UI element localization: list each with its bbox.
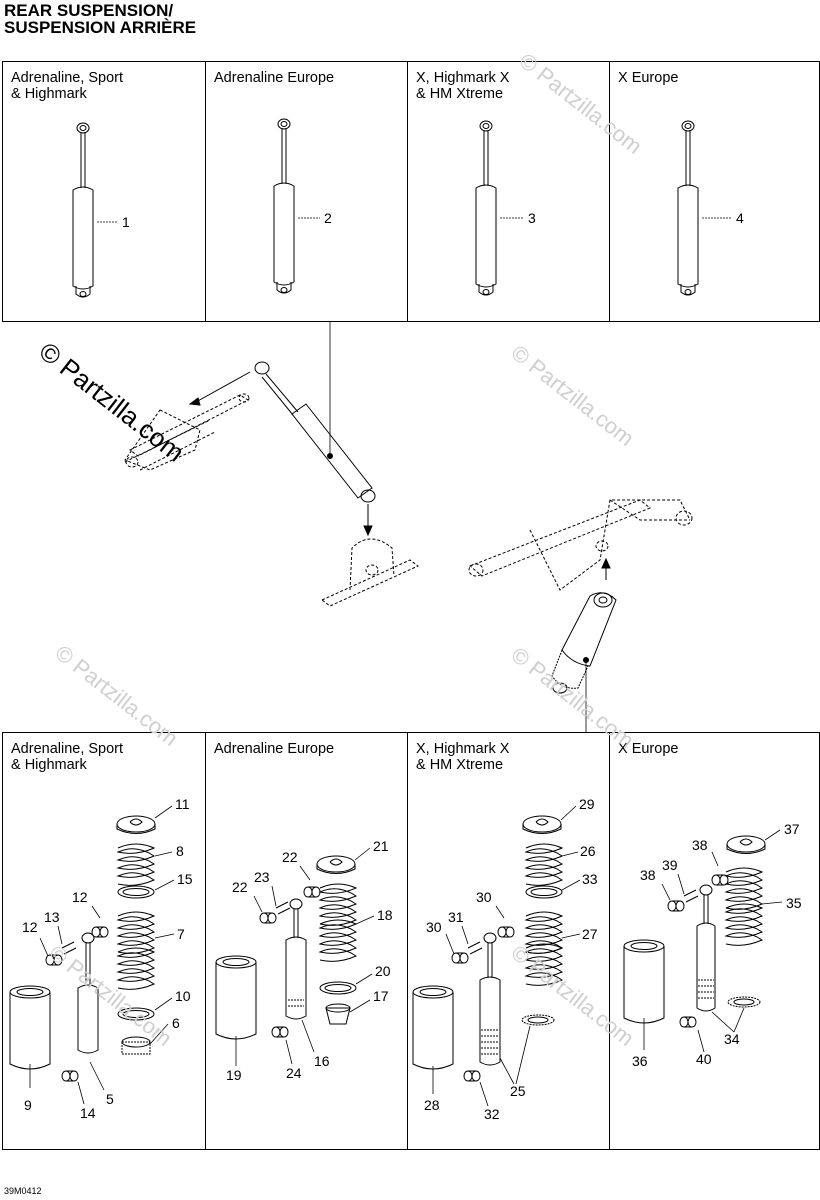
- callout-30b: 30: [426, 919, 442, 935]
- bottom-cell-1-label: Adrenaline, Sport & Highmark: [11, 741, 124, 773]
- callout-6: 6: [172, 1015, 180, 1031]
- callout-26: 26: [580, 843, 596, 859]
- callout-24: 24: [286, 1065, 302, 1081]
- top-cell-3-label: X, Highmark X & HM Xtreme: [416, 70, 510, 102]
- top-cell-2-label: Adrenaline Europe: [214, 70, 335, 86]
- kit-cell-4-parts: [623, 835, 766, 1028]
- callout-10: 10: [175, 988, 191, 1004]
- page-title: REAR SUSPENSION/ SUSPENSION ARRIÈRE: [4, 2, 196, 36]
- callout-37: 37: [784, 821, 800, 837]
- rear-arm-assembly: [468, 499, 693, 591]
- front-shock-installed: [188, 322, 376, 537]
- bottom-cell-4: X Europe: [610, 733, 820, 1149]
- callout-36: 36: [632, 1053, 648, 1069]
- rear-shock-installed: [551, 557, 617, 732]
- bottom-cell-4-label: X Europe: [618, 741, 679, 757]
- callout-22b: 22: [232, 879, 248, 895]
- callout-8: 8: [176, 843, 184, 859]
- bottom-cell-2-label: Adrenaline Europe: [214, 741, 335, 757]
- kit-cell-1-parts: [9, 815, 156, 1082]
- callout-12a: 12: [72, 889, 88, 905]
- shock-absorber-1: [72, 122, 94, 298]
- callout-11: 11: [175, 796, 190, 812]
- callout-19: 19: [226, 1067, 242, 1083]
- callout-4: 4: [736, 210, 744, 226]
- callout-40: 40: [696, 1051, 712, 1067]
- lower-bracket: [321, 538, 419, 607]
- callout-18: 18: [377, 907, 393, 923]
- top-cell-1-label: Adrenaline, Sport & Highmark: [11, 70, 124, 102]
- top-cell-3: X, Highmark X & HM Xtreme: [408, 62, 610, 321]
- callout-20: 20: [375, 963, 391, 979]
- callout-3: 3: [528, 210, 536, 226]
- top-cell-4: X Europe: [610, 62, 820, 321]
- callout-7: 7: [177, 926, 185, 942]
- shock-absorber-3: [475, 120, 497, 296]
- kit-cell-2-leaders: [235, 847, 375, 1066]
- callout-13: 13: [44, 909, 60, 925]
- bottom-cell-3: X, Highmark X & HM Xtreme: [408, 733, 610, 1149]
- callout-33: 33: [582, 871, 598, 887]
- callout-30a: 30: [476, 889, 492, 905]
- callout-38b: 38: [640, 867, 656, 883]
- title-line-2: SUSPENSION ARRIÈRE: [4, 18, 197, 37]
- title-line-1: REAR SUSPENSION/: [4, 1, 174, 20]
- callout-35: 35: [786, 895, 802, 911]
- callout-5: 5: [106, 1091, 114, 1107]
- callout-9: 9: [24, 1097, 32, 1113]
- top-cell-4-label: X Europe: [618, 70, 679, 86]
- callout-32: 32: [484, 1106, 500, 1122]
- callout-16: 16: [314, 1053, 330, 1069]
- callout-31: 31: [448, 909, 464, 925]
- callout-2: 2: [324, 210, 332, 226]
- kit-cell-2-parts: [215, 855, 357, 1040]
- kit-cell-3-parts: [412, 815, 563, 1082]
- shock-absorber-4: [677, 120, 699, 296]
- callout-23: 23: [254, 869, 270, 885]
- shock-absorber-2: [273, 118, 295, 294]
- bottom-cell-3-label: X, Highmark X & HM Xtreme: [416, 741, 510, 773]
- bottom-cell-1: Adrenaline, Sport & Highmark: [3, 733, 206, 1149]
- callout-29: 29: [579, 796, 595, 812]
- callout-1: 1: [122, 214, 130, 230]
- callout-21: 21: [373, 838, 389, 854]
- callout-14: 14: [80, 1105, 96, 1121]
- bottom-kit-panel: Adrenaline, Sport & Highmark Adrenaline …: [2, 732, 820, 1150]
- front-arm-assembly: [124, 393, 250, 471]
- callout-38a: 38: [692, 837, 708, 853]
- callout-34: 34: [724, 1031, 740, 1047]
- callout-28: 28: [424, 1097, 440, 1113]
- callout-15: 15: [177, 871, 193, 887]
- kit-cell-3-leaders: [432, 805, 581, 1107]
- top-shock-panel: Adrenaline, Sport & Highmark Adrenaline …: [2, 61, 820, 322]
- top-cell-1: Adrenaline, Sport & Highmark: [3, 62, 206, 321]
- diagram-code: 39M0412: [4, 1186, 42, 1196]
- callout-39: 39: [662, 857, 678, 873]
- callout-12b: 12: [22, 919, 38, 935]
- kit-cell-4-leaders: [643, 829, 783, 1053]
- callout-17: 17: [373, 988, 389, 1004]
- top-cell-2: Adrenaline Europe: [206, 62, 408, 321]
- callout-22a: 22: [282, 849, 298, 865]
- bottom-cell-2: Adrenaline Europe: [206, 733, 408, 1149]
- callout-27: 27: [582, 926, 598, 942]
- callout-25: 25: [510, 1083, 526, 1099]
- kit-cell-1-leaders: [29, 805, 175, 1105]
